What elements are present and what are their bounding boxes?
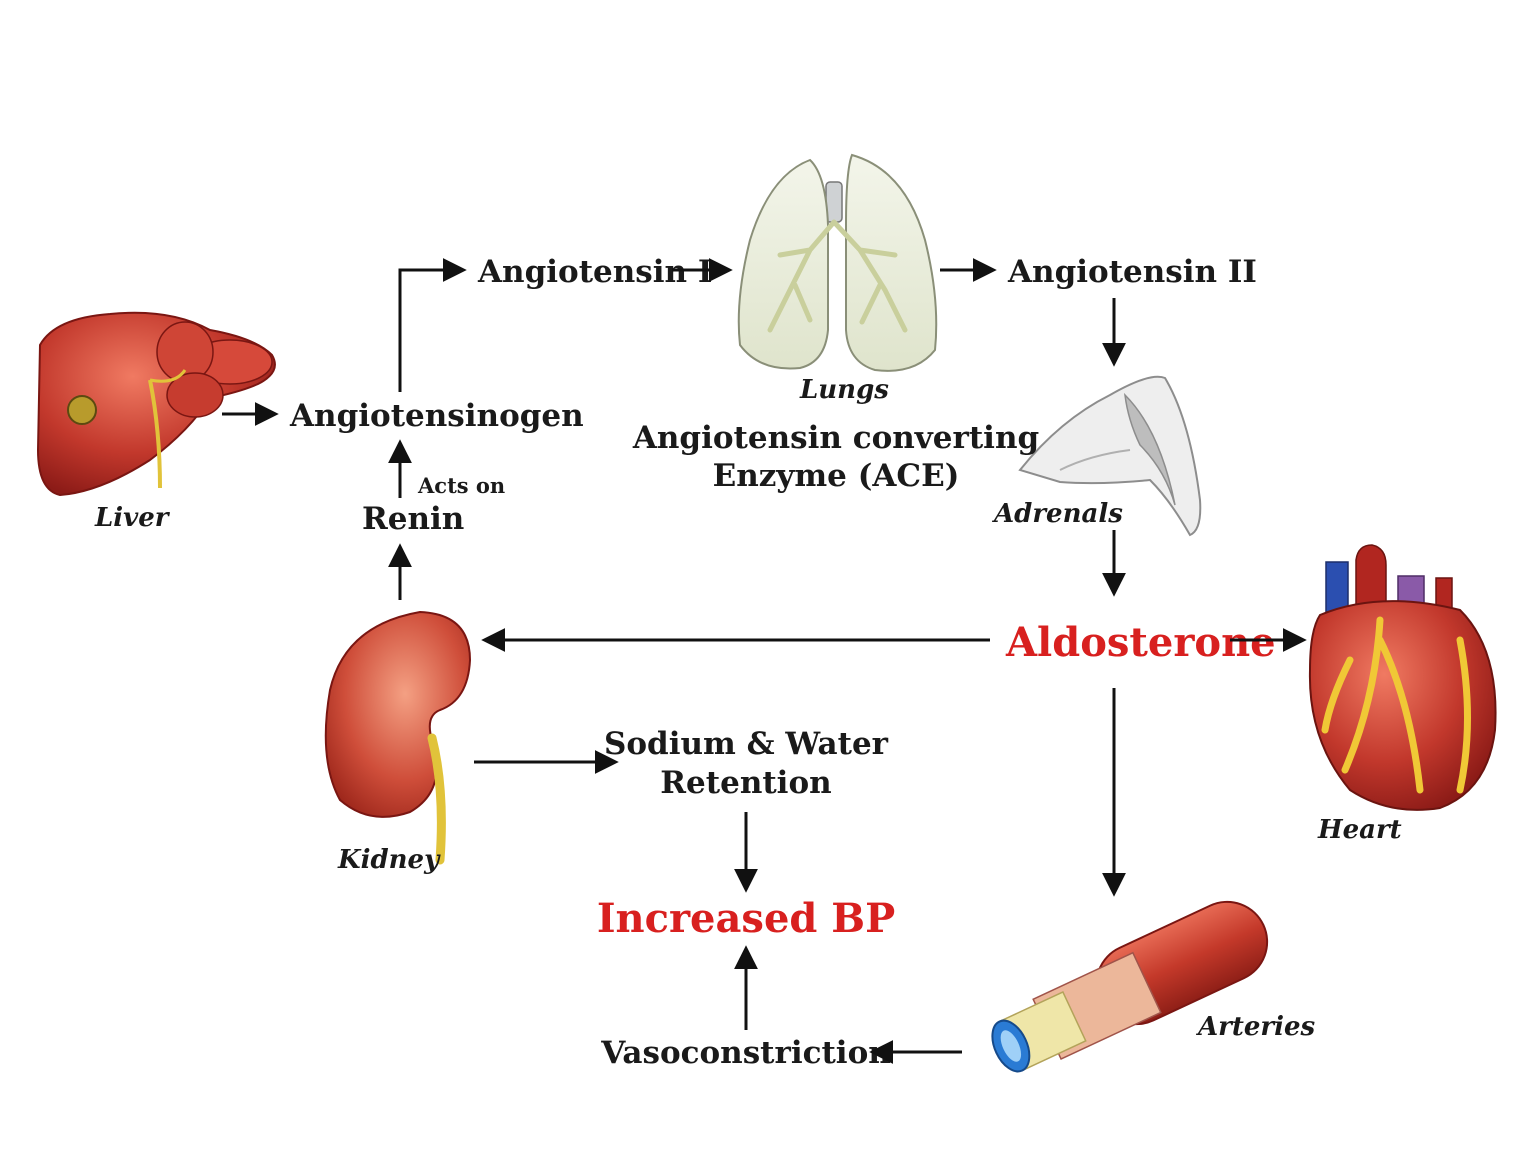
kidney-label: Kidney	[337, 845, 441, 875]
heart-label: Heart	[1317, 815, 1402, 845]
increased-bp-label: Increased BP	[597, 895, 895, 942]
heart-illustration	[1308, 544, 1497, 811]
angiotensin-ii-label: Angiotensin II	[1007, 254, 1257, 290]
ace-label-line2: Enzyme (ACE)	[713, 458, 960, 494]
lungs-illustration	[737, 153, 938, 372]
ace-label-line1: Angiotensin converting	[632, 420, 1039, 456]
angiotensinogen-label: Angiotensinogen	[289, 398, 584, 434]
aldosterone-label: Aldosterone	[1005, 619, 1276, 666]
arteries-illustration	[991, 900, 1269, 1073]
liver-illustration	[36, 311, 276, 497]
angiotensin-i-label: Angiotensin I	[477, 254, 712, 290]
arteries-label: Arteries	[1195, 1012, 1316, 1042]
kidney-illustration	[324, 610, 472, 865]
sodium-water-line2: Retention	[660, 765, 831, 801]
arrow-angiotensinogen-to-angiotensin-i	[398, 258, 467, 392]
acts-on-label: Acts on	[417, 473, 505, 498]
renin-label: Renin	[362, 501, 464, 537]
adrenals-label: Adrenals	[991, 499, 1123, 529]
liver-label: Liver	[94, 503, 171, 533]
vasoconstriction-label: Vasoconstriction	[600, 1035, 891, 1071]
adrenals-illustration	[1018, 375, 1202, 537]
lungs-label: Lungs	[799, 375, 889, 405]
sodium-water-line1: Sodium & Water	[604, 726, 889, 762]
